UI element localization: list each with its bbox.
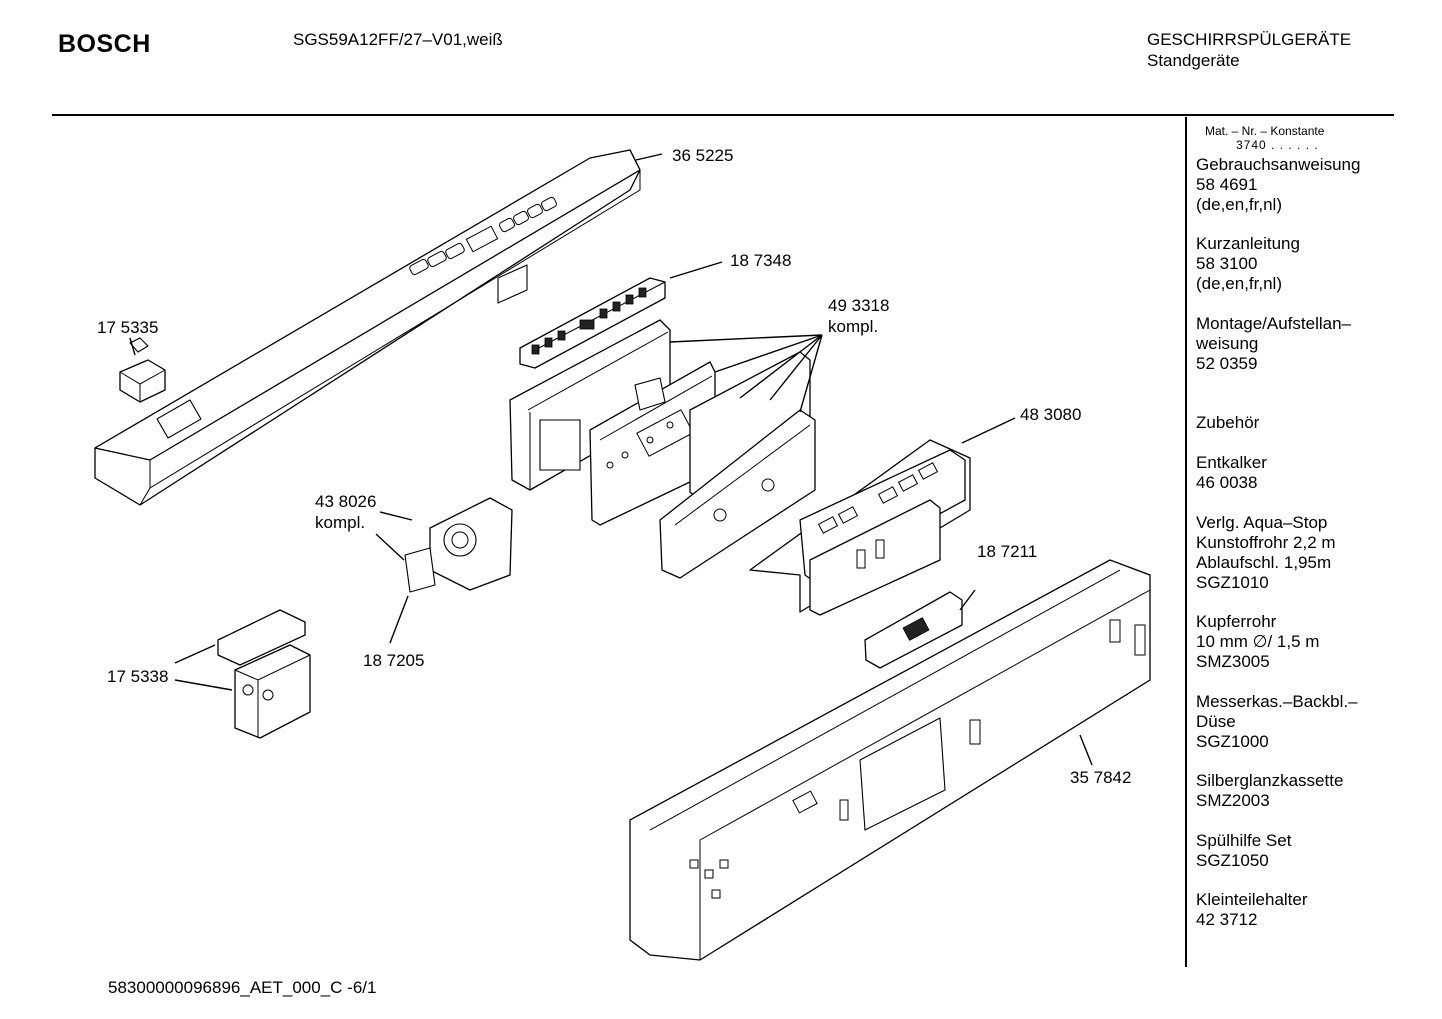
accessory-line: 42 3712 — [1196, 910, 1258, 929]
part-label-175335: 17 5335 — [97, 318, 159, 337]
accessory-line: Messerkas.–Backbl.– — [1196, 692, 1358, 711]
mat-number-label: Mat. – Nr. – Konstante — [1205, 124, 1325, 138]
accessory-line: weisung — [1196, 334, 1259, 353]
accessory-line: Kupferrohr — [1196, 612, 1277, 631]
model-number: SGS59A12FF/27–V01,weiß — [293, 30, 503, 49]
valve-assembly — [404, 497, 513, 593]
accessory-line: Montage/Aufstellan– — [1196, 314, 1351, 333]
electronic-module — [509, 319, 816, 579]
accessories-sidebar: Mat. – Nr. – Konstante 3740 . . . . . . … — [1196, 124, 1391, 929]
accessory-item: Zubehör — [1196, 413, 1259, 433]
accessory-line: Kleinteilehalter — [1196, 890, 1308, 909]
accessory-line: Kunstoffrohr 2,2 m — [1196, 533, 1336, 552]
bracket-part — [217, 609, 311, 739]
document-code: 58300000096896_AET_000_C -6/1 — [108, 978, 377, 997]
accessory-line: (de,en,fr,nl) — [1196, 274, 1282, 293]
accessory-line: Zubehör — [1196, 413, 1260, 432]
sidebar-divider — [1185, 117, 1187, 967]
part-label-187205: 18 7205 — [363, 651, 425, 670]
accessory-line: SGZ1050 — [1196, 851, 1269, 870]
exploded-view-diagram — [94, 149, 1151, 961]
control-panel-frame — [629, 559, 1151, 961]
part-label-438026: 43 8026 — [315, 492, 377, 511]
accessory-line: SMZ3005 — [1196, 652, 1270, 671]
category-title: GESCHIRRSPÜLGERÄTE — [1147, 30, 1352, 49]
part-label-187211: 18 7211 — [977, 542, 1038, 561]
part-label-357842: 35 7842 — [1070, 768, 1132, 787]
control-panel-fascia — [94, 149, 641, 506]
part-label-187348: 18 7348 — [730, 251, 792, 270]
header-divider — [52, 114, 1394, 116]
accessory-line: Silberglanzkassette — [1196, 771, 1344, 790]
accessory-line: Ablaufschl. 1,95m — [1196, 553, 1332, 572]
mat-number-value: 3740 . . . . . . — [1236, 138, 1319, 152]
brand-logo: BOSCH — [58, 30, 151, 58]
accessory-line: SMZ2003 — [1196, 791, 1270, 810]
part-label-438026-sub: kompl. — [315, 513, 366, 532]
accessory-line: Gebrauchsanweisung — [1196, 155, 1361, 174]
accessory-line: 58 3100 — [1196, 254, 1258, 273]
accessory-line: Düse — [1196, 712, 1236, 731]
part-label-175338: 17 5338 — [107, 667, 169, 686]
part-label-493318-sub: kompl. — [828, 317, 879, 336]
accessory-line: Verlg. Aqua–Stop — [1196, 513, 1328, 532]
accessory-line: 52 0359 — [1196, 354, 1258, 373]
accessory-line: 46 0038 — [1196, 473, 1258, 492]
accessory-line: SGZ1010 — [1196, 573, 1269, 592]
part-label-493318: 49 3318 — [828, 296, 890, 315]
accessory-line: Kurzanleitung — [1196, 234, 1300, 253]
part-label-483080: 48 3080 — [1020, 405, 1082, 424]
category-subtitle: Standgeräte — [1147, 51, 1240, 70]
small-clip-part — [119, 337, 166, 403]
keypad-strip — [519, 277, 666, 369]
accessory-line: 58 4691 — [1196, 175, 1258, 194]
part-label-365225: 36 5225 — [672, 146, 734, 165]
display-board — [864, 591, 963, 669]
accessory-line: SGZ1000 — [1196, 732, 1269, 751]
module-holder — [749, 439, 971, 616]
accessory-line: Spülhilfe Set — [1196, 831, 1292, 850]
accessory-line: Entkalker — [1196, 453, 1267, 472]
accessory-line: 10 mm ∅/ 1,5 m — [1196, 632, 1320, 651]
accessory-line: (de,en,fr,nl) — [1196, 195, 1282, 214]
